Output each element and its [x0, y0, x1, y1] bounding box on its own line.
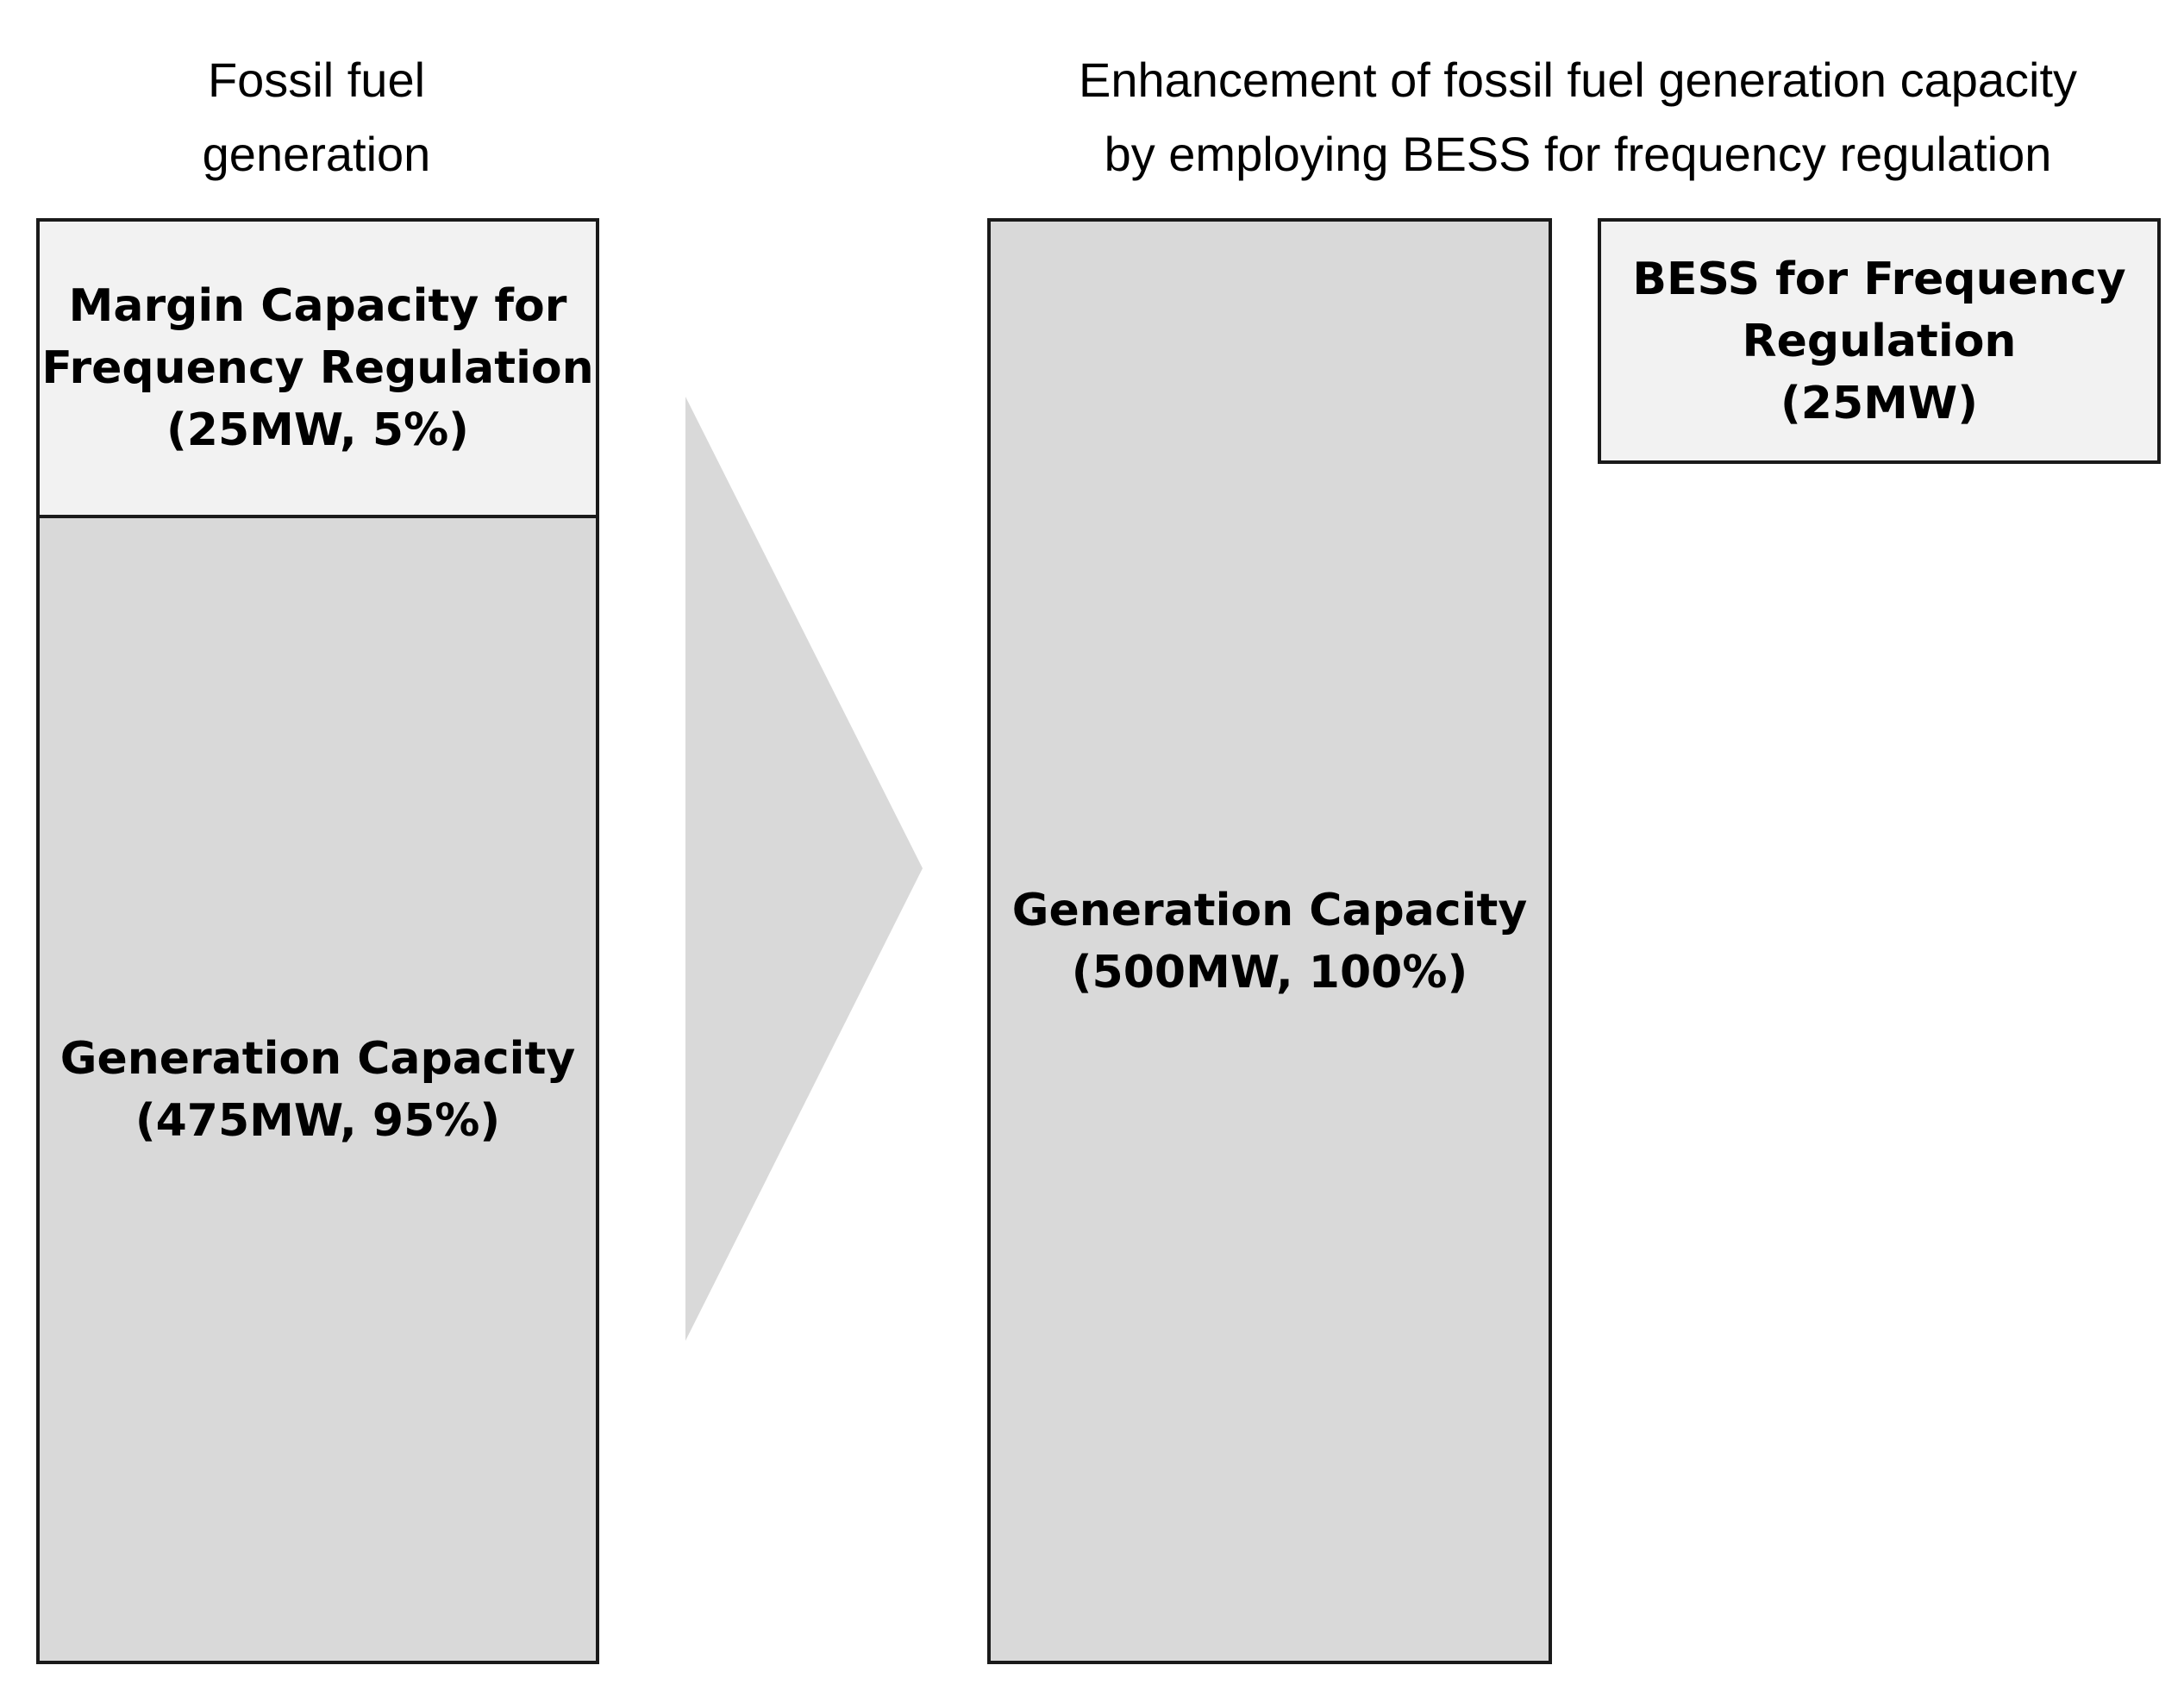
label-line: (25MW, 5%) — [166, 404, 469, 456]
label-line: Generation Capacity — [1011, 884, 1528, 936]
label-line: Generation Capacity — [59, 1032, 576, 1085]
heading-line: Fossil fuel — [207, 53, 426, 107]
label-line: (475MW, 95%) — [135, 1094, 501, 1147]
heading-line: generation — [202, 127, 431, 181]
fossil-fuel-heading: Fossil fuel generation — [36, 43, 597, 191]
margin-capacity-block: Margin Capacity for Frequency Regulation… — [40, 222, 596, 518]
transition-arrow-shape — [685, 397, 923, 1341]
chevron-right-icon — [685, 397, 923, 1341]
generation-capacity-label-left: Generation Capacity (475MW, 95%) — [60, 1028, 575, 1152]
label-line: (25MW) — [1780, 377, 1978, 429]
label-line: Regulation — [1742, 315, 2017, 367]
heading-line: by employing BESS for frequency regulati… — [1104, 127, 2052, 181]
generation-capacity-block-left: Generation Capacity (475MW, 95%) — [40, 518, 596, 1661]
label-line: BESS for Frequency — [1632, 253, 2126, 305]
bess-label: BESS for Frequency Regulation (25MW) — [1632, 248, 2125, 435]
generation-capacity-label-right: Generation Capacity (500MW, 100%) — [1012, 880, 1527, 1004]
fossil-capacity-stack: Margin Capacity for Frequency Regulation… — [36, 218, 599, 1664]
label-line: (500MW, 100%) — [1071, 946, 1468, 999]
enhancement-heading: Enhancement of fossil fuel generation ca… — [983, 43, 2173, 191]
heading-line: Enhancement of fossil fuel generation ca… — [1078, 53, 2078, 107]
generation-capacity-block-right: Generation Capacity (500MW, 100%) — [987, 218, 1552, 1664]
margin-capacity-label: Margin Capacity for Frequency Regulation… — [41, 275, 593, 461]
label-line: Frequency Regulation — [41, 342, 594, 394]
label-line: Margin Capacity for — [68, 280, 567, 332]
bess-frequency-regulation-block: BESS for Frequency Regulation (25MW) — [1598, 218, 2161, 464]
